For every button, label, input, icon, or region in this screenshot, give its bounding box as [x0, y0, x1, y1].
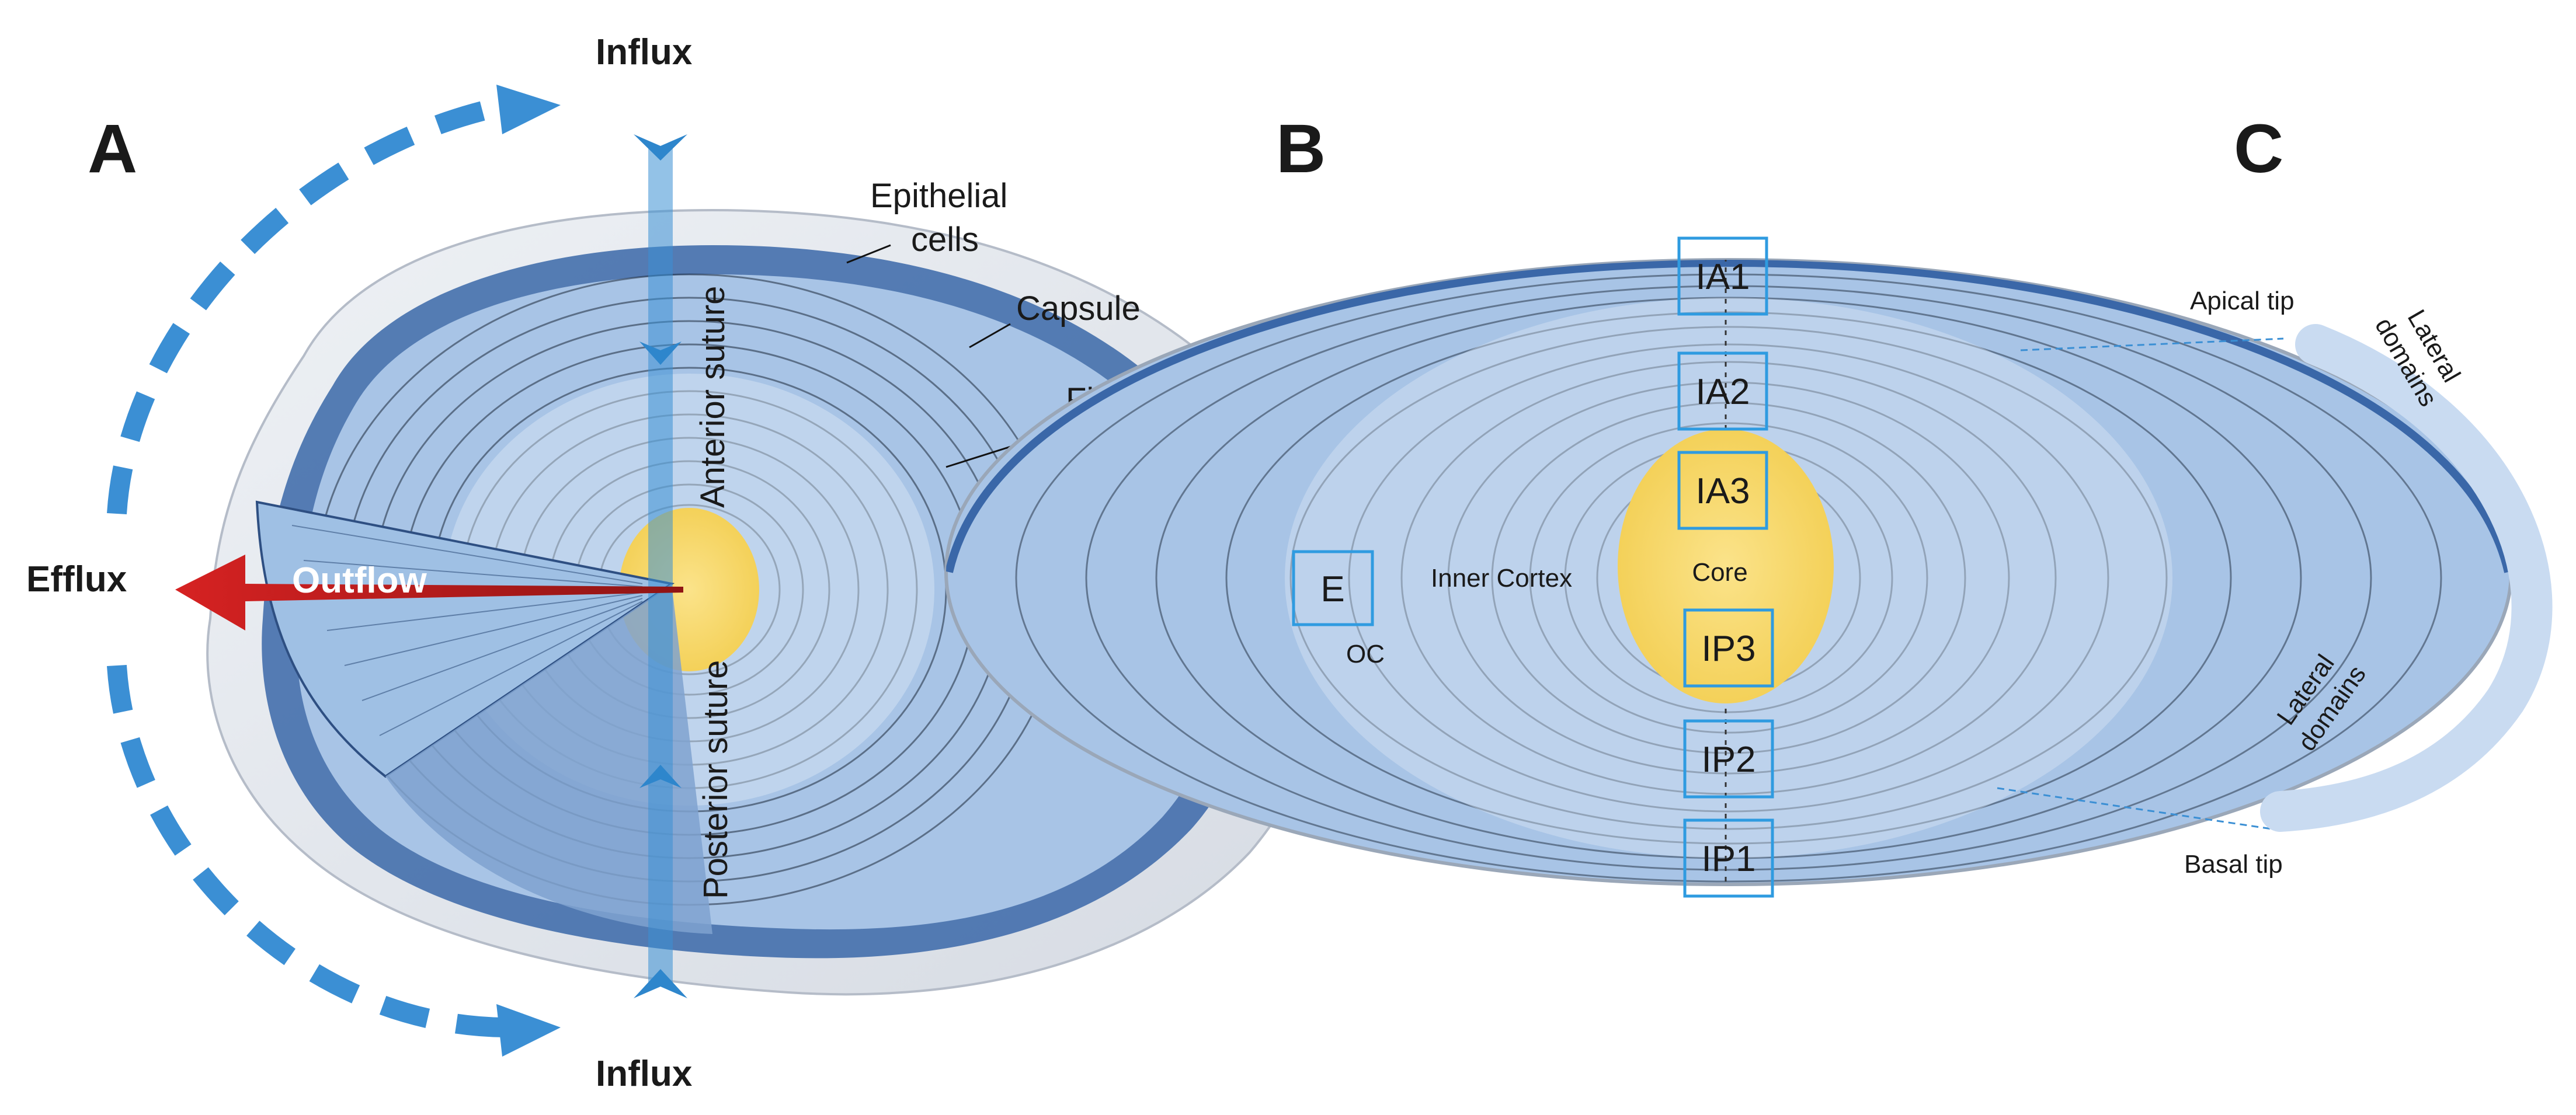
axis-arrow-mid-bottom [639, 765, 682, 788]
panel-b-letter: B [1276, 110, 1326, 187]
box-ia3 [1677, 451, 1768, 530]
efflux-arc-bottom-head [496, 1004, 561, 1057]
box-ip1 [1683, 818, 1774, 898]
region-label-ia2: IA2 [1695, 372, 1750, 412]
efflux-arc-top-head [496, 85, 561, 134]
outflow-label: Outflow [292, 560, 427, 601]
panel-a-letter: A [88, 110, 137, 187]
axis-arrow-bottom [634, 969, 687, 998]
panel-a: Influx Influx Efflux Outflow Epithelial … [26, 32, 1337, 1094]
box-ia1 [1677, 236, 1768, 316]
outflow-arrow [175, 555, 683, 630]
lower-section [385, 584, 712, 934]
region-label-ip2: IP2 [1701, 740, 1755, 780]
basal-tip-label: Basal tip [2184, 850, 2283, 879]
epithelial-pointer [846, 244, 891, 264]
panel-c-letter: C [2234, 110, 2283, 187]
epithelial-label-1: Epithelial [870, 177, 1007, 215]
e-label: E [1320, 569, 1344, 609]
region-label-ip3: IP3 [1701, 629, 1755, 669]
epithelium-rim [946, 260, 2511, 573]
capsule-label: Capsule [1016, 290, 1141, 327]
region-boxes [1292, 236, 1774, 898]
core-label: Core [1692, 558, 1747, 587]
cutaway-wedge [255, 500, 675, 778]
core-region [1618, 429, 1834, 703]
apical-tip-label: Apical tip [2190, 287, 2295, 315]
panel-c: Apical tip Basal tip Lateral domains Lat… [1997, 287, 2553, 879]
efflux-arc-bottom [107, 664, 509, 1037]
axis-arrow-top [634, 134, 687, 161]
box-ip2 [1683, 719, 1774, 799]
capsule-pointer [969, 323, 1011, 349]
region-label-ip1: IP1 [1701, 839, 1755, 879]
box-ia2 [1677, 351, 1768, 431]
influx-bottom-label: Influx [596, 1054, 693, 1094]
box-ip3 [1683, 608, 1774, 688]
suture-axis [648, 146, 673, 987]
influx-top-label: Influx [596, 32, 693, 72]
efflux-arc-top [107, 95, 510, 515]
epithelial-label-2: cells [911, 221, 979, 259]
anterior-suture-label: Anterior suture [694, 286, 732, 508]
inner-cortex-label: Inner Cortex [1431, 564, 1572, 593]
fiber-cell-arc [2260, 324, 2553, 832]
oc-label: OC [1346, 640, 1385, 668]
region-label-ia3: IA3 [1695, 471, 1750, 511]
panel-b: IA1 IA2 IA3 IP3 IP2 IP1 E OC Inner Corte… [944, 236, 2513, 898]
fiber-shells-b [1015, 273, 2442, 883]
posterior-suture-label: Posterior suture [697, 660, 735, 899]
box-e [1292, 550, 1374, 626]
efflux-label: Efflux [26, 559, 127, 600]
region-label-ia1: IA1 [1695, 257, 1750, 297]
apical-connector [2020, 337, 2284, 351]
axis-arrow-mid-top [639, 342, 682, 365]
